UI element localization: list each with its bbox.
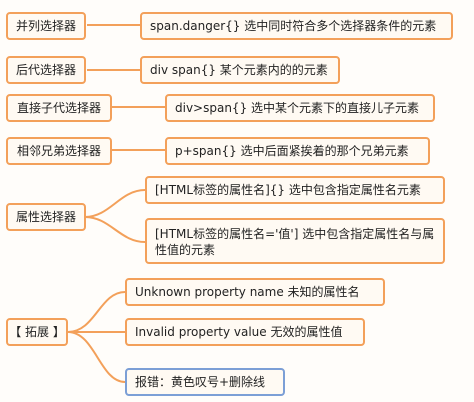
connector-5b [84, 216, 146, 243]
category-child-selector: 直接子代选择器 [6, 94, 112, 122]
desc-attribute-value: [HTML标签的属性名='值'] 选中包含指定属性名与属性值的元素 [145, 218, 445, 264]
connector-5a [84, 189, 146, 218]
category-parallel-selector: 并列选择器 [6, 12, 86, 40]
category-attribute-selector: 属性选择器 [6, 203, 86, 231]
desc-unknown-property: Unknown property name 未知的属性名 [125, 278, 385, 306]
desc-adjacent-sibling-selector: p+span{} 选中后面紧挨着的那个兄弟元素 [165, 137, 430, 165]
category-adjacent-sibling-selector: 相邻兄弟选择器 [6, 137, 112, 165]
category-descendant-selector: 后代选择器 [6, 56, 86, 84]
connector-6a [67, 291, 126, 333]
desc-child-selector: div>span{} 选中某个元素下的直接儿子元素 [165, 94, 435, 122]
category-extension: 【 拓展 】 [6, 318, 68, 346]
connector-6c [67, 331, 126, 383]
desc-descendant-selector: div span{} 某个元素内的的元素 [140, 56, 340, 84]
desc-parallel-selector: span.danger{} 选中同时符合多个选择器条件的元素 [140, 12, 453, 40]
desc-invalid-property: Invalid property value 无效的属性值 [125, 318, 365, 346]
desc-attribute-name: [HTML标签的属性名]{} 选中包含指定属性名元素 [145, 176, 445, 204]
desc-error-indicator: 报错：黄色叹号+删除线 [125, 368, 285, 396]
